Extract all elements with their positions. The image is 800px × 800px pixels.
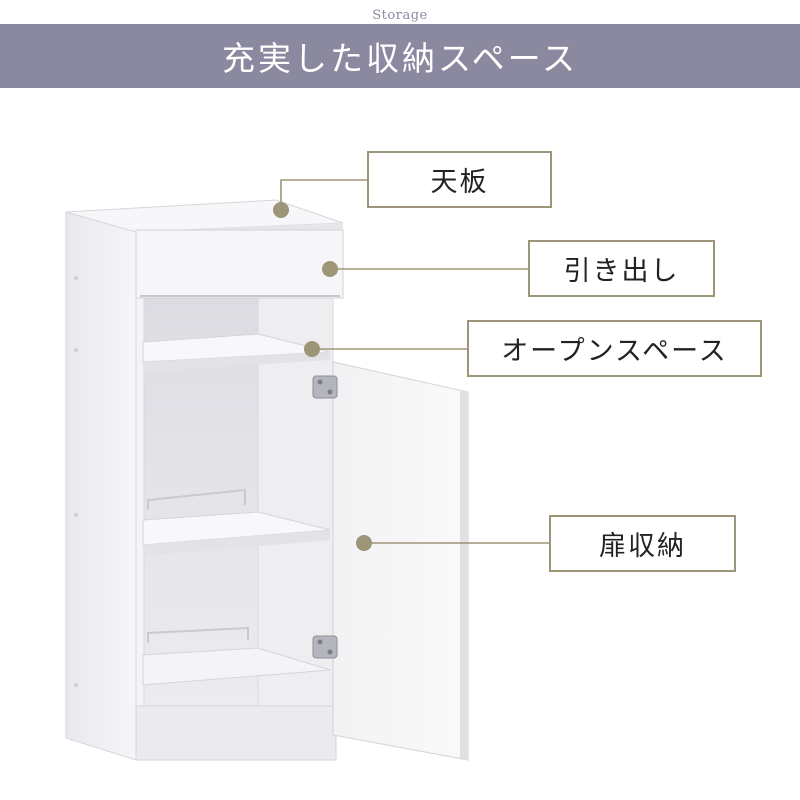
banner-title: 充実した収納スペース [221, 39, 579, 78]
marker-dot-top-board [273, 202, 289, 218]
callout-label: 引き出し [563, 256, 680, 287]
cabinet-door [332, 361, 469, 761]
marker-dot-open-space [304, 341, 320, 357]
marker-dot-drawer [322, 261, 338, 277]
cabinet-front-frame [135, 295, 337, 761]
callout-markers [273, 202, 372, 551]
door-hinges [312, 375, 338, 659]
cabinet-shelves [142, 333, 331, 686]
cabinet-side-panel [65, 211, 137, 761]
callout-top-board: 天板 [367, 151, 552, 208]
callout-label: 扉収納 [599, 531, 686, 562]
marker-dot-door-storage [356, 535, 372, 551]
title-banner: 充実した収納スペース [0, 24, 800, 88]
leader-line-top-board [280, 179, 367, 210]
wire-racks [147, 488, 249, 643]
section-eyebrow: Storage [372, 8, 428, 23]
callout-drawer: 引き出し [528, 240, 715, 297]
callout-leaders [280, 179, 549, 544]
callout-label: オープンスペース [501, 336, 728, 367]
cabinet-drawer [135, 229, 344, 299]
callout-door-storage: 扉収納 [549, 515, 736, 572]
callout-label: 天板 [430, 167, 489, 198]
callout-open-space: オープンスペース [467, 320, 762, 377]
